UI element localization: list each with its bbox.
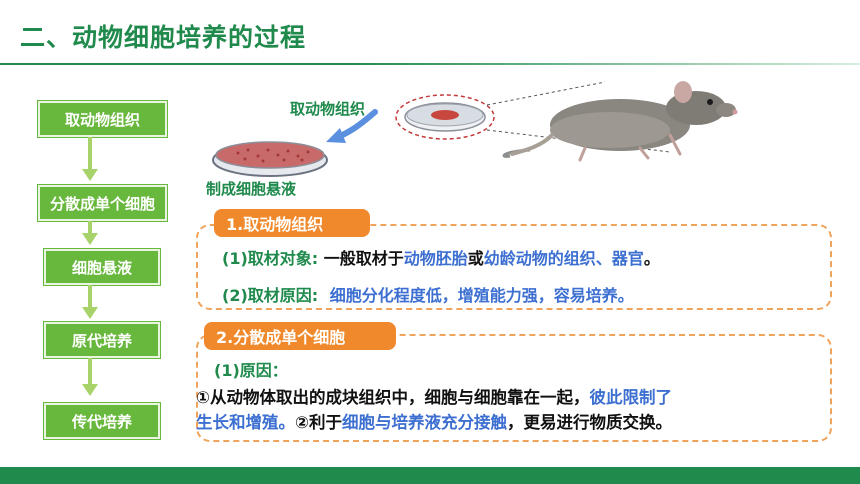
tissue-label: 取动物组织 (290, 100, 366, 118)
section1-heading: 1.取动物组织 (214, 209, 370, 237)
text-segment: ②利于 (295, 413, 342, 432)
text-segment: 一般取材于 (323, 249, 404, 268)
flow-step-primary-culture: 原代培养 (44, 322, 160, 358)
title-divider (0, 63, 860, 65)
section1-box (196, 224, 832, 310)
section1-line2: (2)取材原因: 细胞分化程度低，增殖能力强，容易培养。 (222, 282, 634, 306)
section2-line2: 生长和增殖。②利于细胞与培养液充分接触，更易进行物质交换。 (196, 409, 672, 433)
text-segment: ，更易进行物质交换。 (506, 413, 672, 432)
material-reason-label: (2)取材原因: (222, 286, 319, 305)
page-title: 二、动物细胞培养的过程 (20, 23, 307, 52)
text-highlight: 细胞分化程度低，增殖能力强，容易培养。 (329, 286, 634, 305)
text-highlight: 细胞与培养液充分接触 (341, 413, 507, 432)
section2-box (196, 334, 832, 442)
dashed-callout (395, 94, 495, 140)
flow-step-disperse: 分散成单个细胞 (38, 185, 167, 221)
section2-line1: ①从动物体取出的成块组织中，细胞与细胞靠在一起，彼此限制了 (196, 384, 672, 408)
flow-step-subculture: 传代培养 (44, 403, 160, 439)
reason-label: (1)原因： (214, 361, 288, 380)
text-highlight: 动物胚胎 (403, 249, 468, 268)
text-highlight: 彼此限制了 (589, 388, 672, 407)
tissue-dish-icon (404, 102, 486, 132)
culture-illustration (212, 81, 738, 177)
text-segment: 或 (467, 249, 484, 268)
text-highlight: 幼龄动物的组织、器官 (483, 249, 644, 268)
suspension-dish-icon (212, 141, 328, 177)
flow-step-tissue: 取动物组织 (38, 101, 167, 137)
flow-step-suspension: 细胞悬液 (44, 249, 160, 285)
mouse-icon (502, 81, 738, 162)
footer-bar (0, 467, 860, 484)
text-segment: 。 (643, 249, 660, 268)
section1-line1: (1)取材对象: 一般取材于动物胚胎或幼龄动物的组织、器官。 (222, 245, 660, 269)
suspension-label: 制成细胞悬液 (206, 180, 297, 198)
material-object-label: (1)取材对象: (222, 249, 319, 268)
text-highlight: 生长和增殖。 (196, 413, 295, 432)
section2-heading: 2.分散成单个细胞 (204, 322, 396, 350)
text-segment: ①从动物体取出的成块组织中，细胞与细胞靠在一起， (196, 388, 590, 407)
